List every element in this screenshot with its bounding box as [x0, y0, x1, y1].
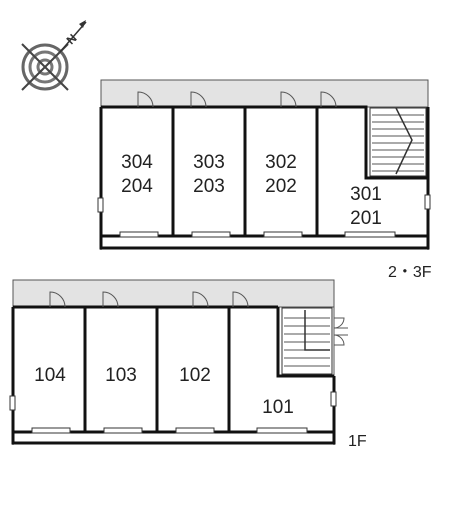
- room-label-202: 202: [265, 176, 297, 197]
- room-label-302: 302: [265, 152, 297, 173]
- compass: N: [21, 20, 87, 91]
- upper-stairs: [369, 107, 427, 177]
- room-label-201: 201: [350, 208, 382, 229]
- door-303: [190, 91, 207, 108]
- room-label-204: 204: [121, 176, 153, 197]
- ground-stair-wall: [276, 307, 334, 378]
- room-label-203: 203: [193, 176, 225, 197]
- upper-stair-wall: [317, 105, 428, 180]
- door-301: [320, 91, 337, 108]
- upper-windows: [97, 194, 431, 238]
- room-label-102: 102: [179, 365, 211, 386]
- door-104: [49, 291, 66, 308]
- door-103: [102, 291, 119, 308]
- ground-doors: [49, 291, 249, 308]
- floor-label-upper: 2・3F: [388, 264, 432, 281]
- north-arrow-icon: [59, 21, 87, 53]
- compass-ring-mid: [28, 50, 62, 84]
- door-304: [137, 91, 154, 108]
- compass-ring-outer: [21, 43, 69, 91]
- entrance-door: [333, 317, 348, 346]
- ground-stairs: [281, 307, 333, 375]
- room-label-303: 303: [193, 152, 225, 173]
- ground-corridor: [12, 279, 335, 308]
- room-label-103: 103: [105, 365, 137, 386]
- ground-windows: [9, 391, 337, 434]
- room-label-304: 304: [121, 152, 153, 173]
- door-302: [280, 91, 297, 108]
- upper-corridor: [100, 79, 429, 108]
- door-101: [232, 291, 249, 308]
- floor-label-ground: 1F: [348, 433, 367, 450]
- room-label-301: 301: [350, 184, 382, 205]
- room-label-101: 101: [262, 397, 294, 418]
- upper-floor-plan: 304 204 303 203 302 202 301 201 2・3F: [97, 79, 432, 281]
- door-102: [192, 291, 209, 308]
- upper-doors: [137, 91, 337, 108]
- north-arrowhead-icon: [79, 20, 86, 28]
- compass-ring-inner: [36, 58, 54, 76]
- room-label-104: 104: [34, 365, 66, 386]
- ground-outer-wall: [11, 307, 336, 445]
- ground-floor-plan: 104 103 102 101 1F: [9, 279, 367, 450]
